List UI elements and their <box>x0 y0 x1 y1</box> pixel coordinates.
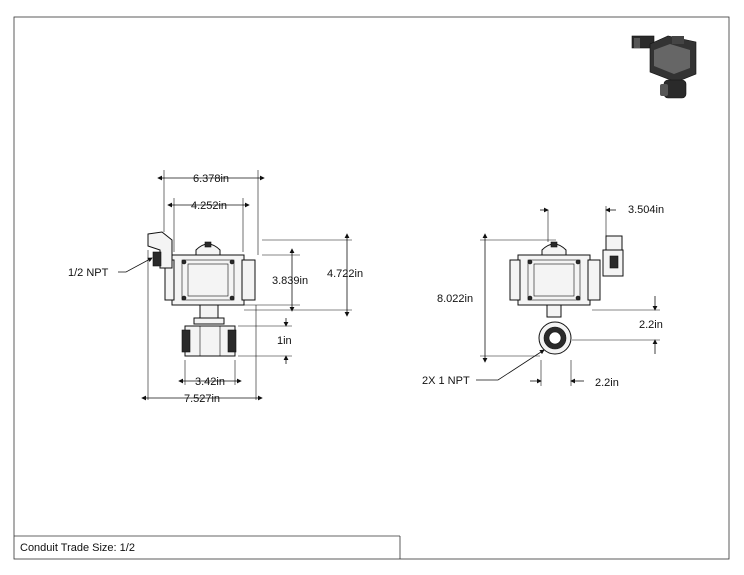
side-view: 3.504in 8.022in 2.2in 2.2in 2X 1 NPT <box>422 204 664 389</box>
valve-body <box>184 325 236 357</box>
dim-3-839: 3.839in <box>272 275 308 287</box>
dim-6-378: 6.378in <box>193 173 229 185</box>
conduit-elbow-icon <box>147 231 173 269</box>
front-view: 6.378in 4.252in 3.839in 4.722in 1in 3.42… <box>68 170 363 405</box>
isometric-view-icon <box>631 35 697 99</box>
callout-half-npt: 1/2 NPT <box>68 267 109 279</box>
dim-2-2-horizontal: 2.2in <box>595 377 619 389</box>
drawing-border <box>13 16 730 560</box>
dim-4-722: 4.722in <box>327 268 363 280</box>
dim-2-2-vertical: 2.2in <box>639 319 663 331</box>
dim-3-42: 3.42in <box>195 376 225 388</box>
dim-3-504: 3.504in <box>628 204 664 216</box>
dim-7-527: 7.527in <box>184 393 220 405</box>
callout-2x-1-npt: 2X 1 NPT <box>422 375 470 387</box>
conduit-trade-size-caption: Conduit Trade Size: 1/2 <box>20 542 135 554</box>
dim-4-252: 4.252in <box>191 200 227 212</box>
dim-1in: 1in <box>277 335 292 347</box>
dim-8-022: 8.022in <box>437 293 473 305</box>
